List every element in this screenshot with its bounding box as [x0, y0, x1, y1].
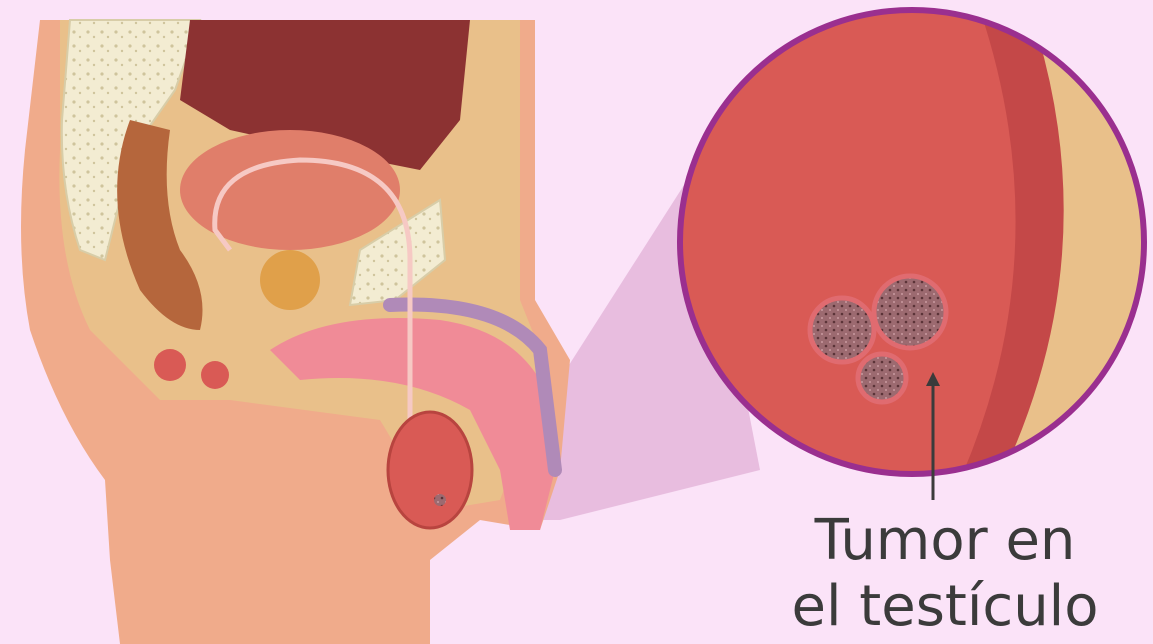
- caption-line-2: el testículo: [790, 574, 1100, 640]
- muscle-left: [154, 349, 186, 381]
- testis: [388, 412, 472, 528]
- bladder: [180, 130, 400, 250]
- small-tumor: [434, 494, 446, 506]
- muscle-right: [201, 361, 229, 389]
- caption-line-1: Tumor en: [790, 508, 1100, 574]
- prostate: [260, 250, 320, 310]
- tumor-caption: Tumor en el testículo: [790, 508, 1100, 640]
